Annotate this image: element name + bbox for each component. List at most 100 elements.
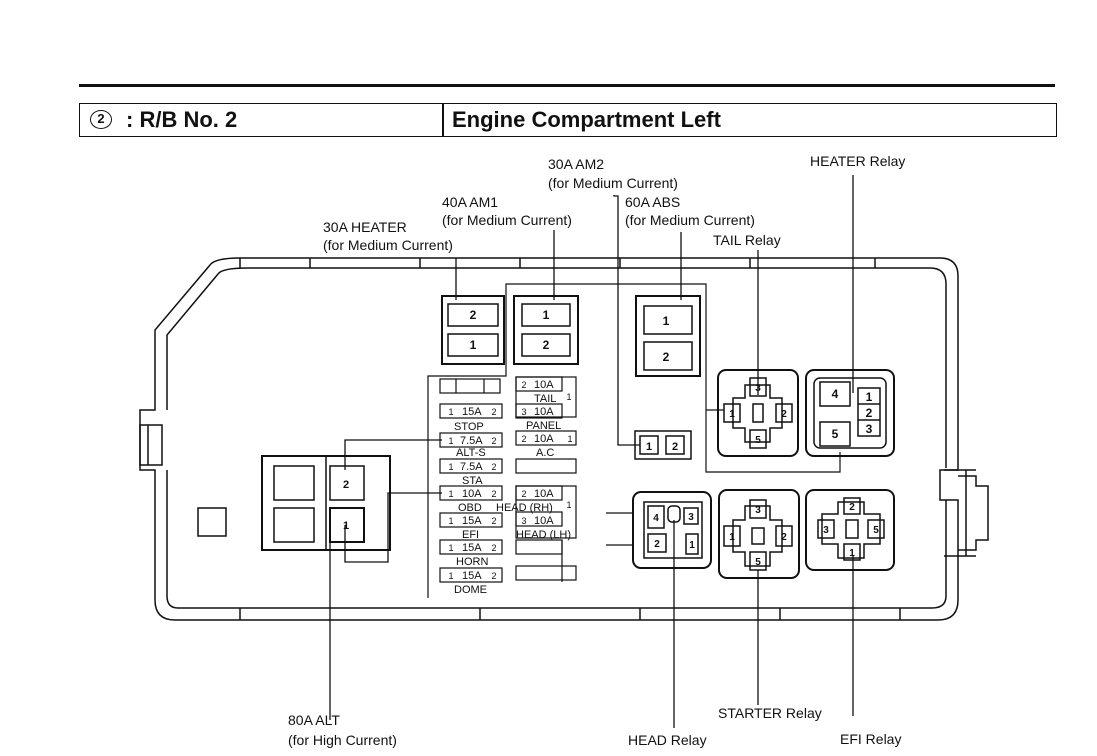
- fuse-name-head-lh: HEAD (LH): [516, 529, 571, 541]
- leader-lines: [329, 175, 854, 728]
- heater-relay-pin-4: 4: [832, 387, 839, 401]
- head-relay-pin-3: 3: [688, 512, 694, 523]
- heater-relay-pin-2: 2: [866, 406, 873, 420]
- starter-relay-pin-1: 1: [729, 532, 735, 543]
- callout-alt-rating: 80A ALT: [288, 712, 340, 728]
- fuse-80a-alt: [261, 455, 391, 551]
- fuse-amp-panel: 10A: [534, 406, 554, 418]
- pin-head-rh-1: 1: [566, 500, 571, 510]
- fuse-name-ac: A.C: [536, 447, 554, 459]
- heater-relay-pin-5: 5: [832, 427, 839, 441]
- callout-alt-desc: (for High Current): [288, 732, 397, 748]
- abs-pin-2: 2: [663, 350, 670, 364]
- fuse-name-sta: STA: [462, 475, 483, 487]
- fuse-amp-obd: 10A: [462, 488, 482, 500]
- pin-efi-2: 2: [491, 516, 496, 526]
- efi-relay-pin-5: 5: [873, 525, 879, 536]
- fuse-name-alt-s: ALT-S: [456, 447, 486, 459]
- pin-panel-3: 3: [521, 407, 526, 417]
- efi-relay-pin-2: 2: [849, 502, 855, 513]
- starter-relay: [718, 489, 800, 579]
- fuse-amp-head-lh: 10A: [534, 515, 554, 527]
- fuse-30a-heater: [441, 295, 505, 365]
- alt-pin-2: 2: [343, 479, 349, 491]
- alt-pin-1: 1: [343, 520, 349, 532]
- fuse-amp-sta: 7.5A: [460, 461, 483, 473]
- abs-pin-1: 1: [663, 314, 670, 328]
- am2-pin-1: 1: [646, 441, 652, 453]
- callout-abs-rating: 60A ABS: [625, 194, 680, 210]
- callout-tail-relay: TAIL Relay: [713, 232, 781, 248]
- am1-pin-2: 2: [543, 338, 550, 352]
- heater-relay: [805, 369, 895, 457]
- callout-am1-rating: 40A AM1: [442, 194, 498, 210]
- efi-relay-pin-1: 1: [849, 548, 855, 559]
- tail-relay-pin-5: 5: [755, 435, 761, 446]
- fuse-30a-am2: [634, 430, 692, 460]
- pin-ac-1: 1: [567, 434, 572, 444]
- pin-alt-s-2: 2: [491, 436, 496, 446]
- fuse-name-tail: TAIL: [534, 393, 556, 405]
- callout-am1-desc: (for Medium Current): [442, 212, 572, 228]
- pin-head-lh-3: 3: [521, 516, 526, 526]
- relay-block-housing: [139, 257, 989, 621]
- relay-block-location: Engine Compartment Left: [452, 107, 721, 132]
- heater-pin-1: 1: [470, 338, 477, 352]
- pin-sta-2: 2: [491, 462, 496, 472]
- fuse-60a-abs: [635, 295, 701, 377]
- callout-head-relay: HEAD Relay: [628, 732, 707, 748]
- fuse-amp-horn: 15A: [462, 542, 482, 554]
- starter-relay-pin-5: 5: [755, 557, 761, 568]
- pin-tail-2: 2: [521, 380, 526, 390]
- callout-am2-desc: (for Medium Current): [548, 175, 678, 191]
- fuse-name-head-rh: HEAD (RH): [496, 502, 553, 514]
- pin-stop-1: 1: [448, 407, 453, 417]
- fuse-amp-dome: 15A: [462, 570, 482, 582]
- top-rule: [79, 84, 1055, 87]
- pin-dome-1: 1: [448, 571, 453, 581]
- starter-relay-pin-3: 3: [755, 505, 761, 516]
- fuse-amp-efi: 15A: [462, 515, 482, 527]
- relay-block-code: : R/B No. 2: [126, 107, 238, 132]
- pin-stop-2: 2: [491, 407, 496, 417]
- pin-head-rh-2: 2: [521, 489, 526, 499]
- section-number-badge: 2: [90, 110, 112, 129]
- fuse-amp-stop: 15A: [462, 406, 482, 418]
- pin-dome-2: 2: [491, 571, 496, 581]
- pin-alt-s-1: 1: [448, 436, 453, 446]
- mount-hole: [197, 507, 227, 537]
- fuse-amp-head-rh: 10A: [534, 488, 554, 500]
- fuse-name-panel: PANEL: [526, 420, 561, 432]
- head-relay-pin-1: 1: [689, 540, 695, 551]
- pin-horn-2: 2: [491, 543, 496, 553]
- fuse-amp-alt-s: 7.5A: [460, 435, 483, 447]
- callout-efi-relay: EFI Relay: [840, 731, 901, 747]
- fuse-name-horn: HORN: [456, 556, 488, 568]
- header-divider: [442, 104, 444, 136]
- efi-relay-pin-3: 3: [823, 525, 829, 536]
- heater-pin-2: 2: [470, 308, 477, 322]
- tail-relay-pin-1: 1: [729, 409, 735, 420]
- fuse-amp-ac: 10A: [534, 433, 554, 445]
- callout-heater-desc: (for Medium Current): [323, 237, 453, 253]
- fuse-name-obd: OBD: [458, 502, 482, 514]
- callout-starter-relay: STARTER Relay: [718, 705, 822, 721]
- tail-relay-pin-2: 2: [781, 409, 787, 420]
- fuse-name-stop: STOP: [454, 421, 484, 433]
- callout-heater-relay: HEATER Relay: [810, 153, 905, 169]
- heater-relay-pin-3: 3: [866, 422, 873, 436]
- pin-horn-1: 1: [448, 543, 453, 553]
- section-header: 2 : R/B No. 2 Engine Compartment Left: [79, 103, 1057, 137]
- pin-obd-1: 1: [448, 489, 453, 499]
- starter-relay-pin-2: 2: [781, 532, 787, 543]
- callout-am2-rating: 30A AM2: [548, 156, 604, 172]
- pin-obd-2: 2: [491, 489, 496, 499]
- am2-pin-2: 2: [672, 441, 678, 453]
- tail-relay-pin-3: 3: [755, 383, 761, 394]
- callout-abs-desc: (for Medium Current): [625, 212, 755, 228]
- callout-heater-rating: 30A HEATER: [323, 219, 407, 235]
- head-relay-pin-2: 2: [654, 539, 660, 550]
- am1-pin-1: 1: [543, 308, 550, 322]
- pin-efi-1: 1: [448, 516, 453, 526]
